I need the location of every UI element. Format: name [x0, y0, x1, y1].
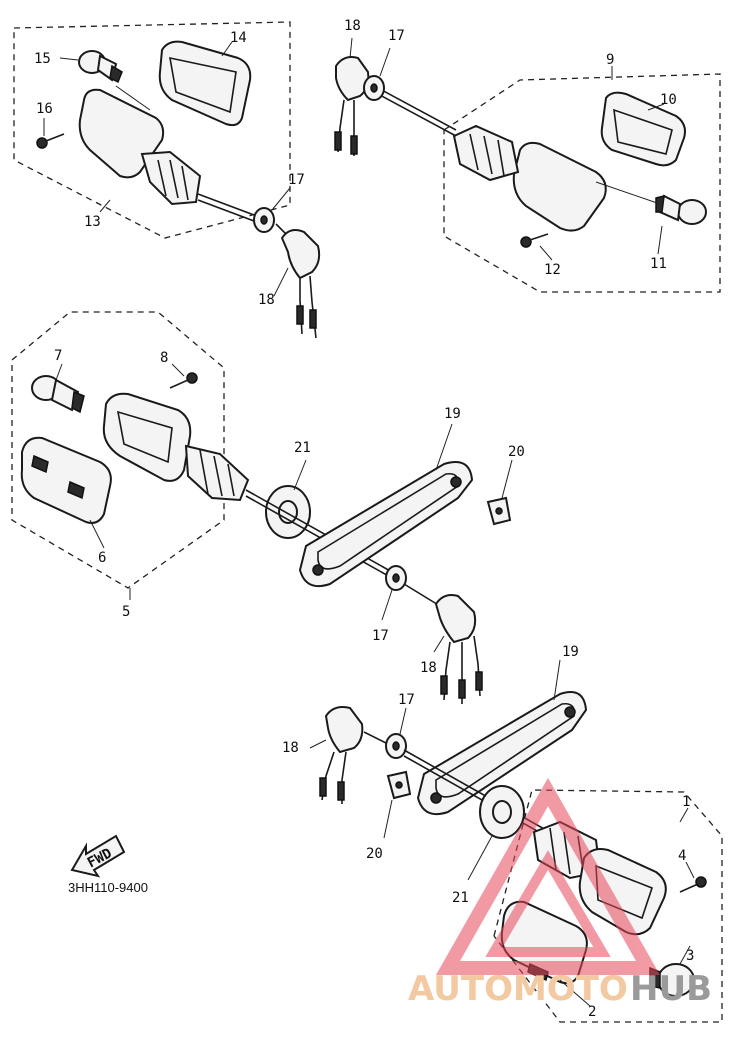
callout-18-a: 18 — [258, 292, 275, 308]
grommet-17-a — [253, 207, 275, 233]
callout-16: 16 — [36, 101, 53, 117]
callout-15: 15 — [34, 51, 51, 67]
watermark-triangle-icon — [435, 777, 661, 975]
watermark-text-automoto: AUTOMOTO — [408, 969, 628, 1009]
lens-6 — [20, 436, 112, 524]
callout-17-b: 17 — [388, 28, 405, 44]
screw-4 — [679, 876, 707, 893]
callout-4: 4 — [678, 848, 686, 864]
screw-16 — [36, 133, 65, 149]
callout-1: 1 — [682, 794, 690, 810]
housing-13 — [78, 88, 263, 225]
bracket-19-b — [416, 691, 588, 816]
bracket-19-a — [298, 461, 474, 588]
callout-3: 3 — [686, 948, 694, 964]
callout-18-d: 18 — [282, 740, 299, 756]
connector-18-a — [280, 229, 321, 339]
watermark: AUTOMOTO HUB — [408, 777, 712, 1009]
assembly-13-group — [13, 21, 291, 239]
callout-9: 9 — [606, 52, 614, 68]
callout-21-a: 21 — [294, 440, 311, 456]
callout-8: 8 — [160, 350, 168, 366]
nut-20-a — [486, 496, 512, 526]
part-code-label: 3HH110-9400 — [68, 880, 148, 895]
bulb-15 — [78, 50, 123, 84]
lens-14 — [158, 40, 252, 127]
bulb-11 — [655, 194, 707, 225]
housing-9 — [377, 87, 607, 232]
grommet-21-b — [479, 785, 525, 839]
callout-19-b: 19 — [562, 644, 579, 660]
callout-18-b: 18 — [344, 18, 361, 34]
callouts: 15 14 16 13 17 18 18 17 9 10 11 12 7 8 6… — [34, 18, 694, 1020]
connector-18-d — [319, 706, 364, 804]
grommet-17-d — [385, 733, 407, 759]
callout-5: 5 — [122, 604, 130, 620]
forward-arrow-icon: FWD — [70, 834, 126, 878]
callout-11: 11 — [650, 256, 667, 272]
callout-2: 2 — [588, 1004, 596, 1020]
callout-17-a: 17 — [288, 172, 305, 188]
watermark-text-hub: HUB — [630, 969, 712, 1009]
screw-8 — [169, 372, 198, 389]
connector-18-b — [334, 56, 370, 156]
assembly-5-group — [11, 311, 250, 589]
callout-10: 10 — [660, 92, 677, 108]
leader-lines — [43, 37, 695, 1007]
assembly-9-group — [377, 73, 721, 293]
callout-6: 6 — [98, 550, 106, 566]
grommet-21-a — [265, 485, 311, 539]
callout-13: 13 — [84, 214, 101, 230]
callout-14: 14 — [230, 30, 247, 46]
housing-5 — [102, 392, 250, 502]
callout-20-a: 20 — [508, 444, 525, 460]
callout-18-c: 18 — [420, 660, 437, 676]
grommet-17-c — [385, 565, 407, 591]
callout-20-b: 20 — [366, 846, 383, 862]
callout-21-b: 21 — [452, 890, 469, 906]
nut-20-b — [386, 770, 412, 800]
bulb-7 — [31, 375, 85, 414]
callout-12: 12 — [544, 262, 561, 278]
grommet-17-b — [363, 75, 385, 101]
connector-18-c — [434, 594, 483, 704]
callout-7: 7 — [54, 348, 62, 364]
callout-17-d: 17 — [398, 692, 415, 708]
callout-17-c: 17 — [372, 628, 389, 644]
lens-10 — [600, 91, 686, 167]
callout-19-a: 19 — [444, 406, 461, 422]
screw-12 — [520, 233, 549, 248]
